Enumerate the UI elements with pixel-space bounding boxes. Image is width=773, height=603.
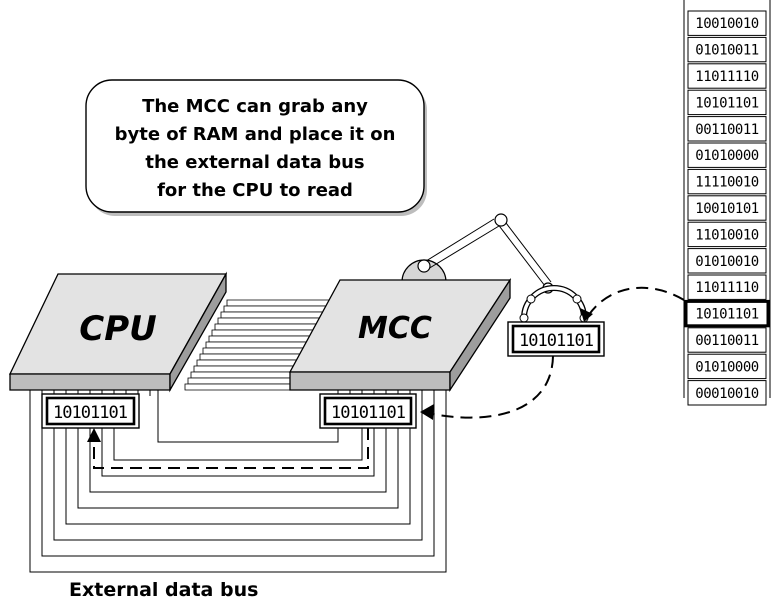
mcc-register: 10101101 — [319, 393, 417, 429]
ram-cell-value: 01010000 — [695, 359, 759, 375]
callout-line-1: The MCC can grab any — [142, 96, 368, 117]
ram-cell-value: 01010010 — [695, 254, 759, 270]
ram-cell — [687, 168, 767, 195]
ram-cell — [687, 89, 767, 116]
ram-cell — [687, 142, 767, 168]
callout-bubble: The MCC can grab any byte of RAM and pla… — [85, 79, 427, 216]
callout-line-2: byte of RAM and place it on — [115, 124, 396, 145]
ram-cell-value: 11011110 — [695, 69, 759, 85]
cpu-register-value: 10101101 — [53, 403, 128, 423]
ram-cell-value: 00110011 — [695, 333, 759, 349]
callout-line-4: for the CPU to read — [157, 180, 353, 201]
ram-cell — [687, 248, 767, 274]
ram-cell-value: 10010010 — [695, 16, 759, 32]
cpu-register: 10101101 — [41, 393, 140, 429]
ram-cell-value: 00110011 — [695, 122, 759, 138]
gripper-byte-value: 10101101 — [519, 331, 594, 351]
ram-cell-value: 10101101 — [695, 307, 759, 323]
callout-line-3: the external data bus — [145, 152, 364, 173]
cpu-label: CPU — [79, 309, 156, 349]
mcc-chip: MCC — [288, 277, 512, 396]
ram-cell-value: 00010010 — [695, 386, 759, 402]
ram-column: 10010010 01010011 11011110 10101101 00110011… — [683, 0, 771, 406]
ram-cell-value: 01010011 — [695, 43, 759, 59]
ram-cell-value: 01010000 — [695, 148, 759, 164]
ram-cell-value: 11010010 — [695, 227, 759, 243]
ram-cell-highlighted — [684, 299, 770, 328]
transfer-paths — [87, 286, 685, 469]
robot-arm — [401, 213, 589, 323]
gripper-byte: 10101101 — [507, 321, 605, 357]
ram-cell — [687, 116, 767, 142]
ram-cell — [687, 36, 767, 63]
ram-cell — [687, 10, 767, 36]
ram-cell-value: 10101101 — [695, 95, 759, 111]
ram-cell — [687, 274, 767, 300]
ram-cell — [687, 221, 767, 248]
ram-cell-value: 11110010 — [695, 175, 759, 191]
mcc-register-value: 10101101 — [331, 403, 406, 423]
external-data-bus-label: External data bus — [69, 579, 258, 601]
mcc-label: MCC — [358, 311, 432, 346]
ram-cell — [687, 195, 767, 221]
ram-cell-value: 11011110 — [695, 280, 759, 296]
ram-cell — [687, 63, 767, 89]
ram-cell — [687, 327, 767, 353]
cpu-chip: CPU — [8, 271, 228, 396]
ram-cell — [687, 353, 767, 380]
ram-cell — [687, 380, 767, 406]
ram-cell-value: 10010101 — [695, 201, 759, 217]
